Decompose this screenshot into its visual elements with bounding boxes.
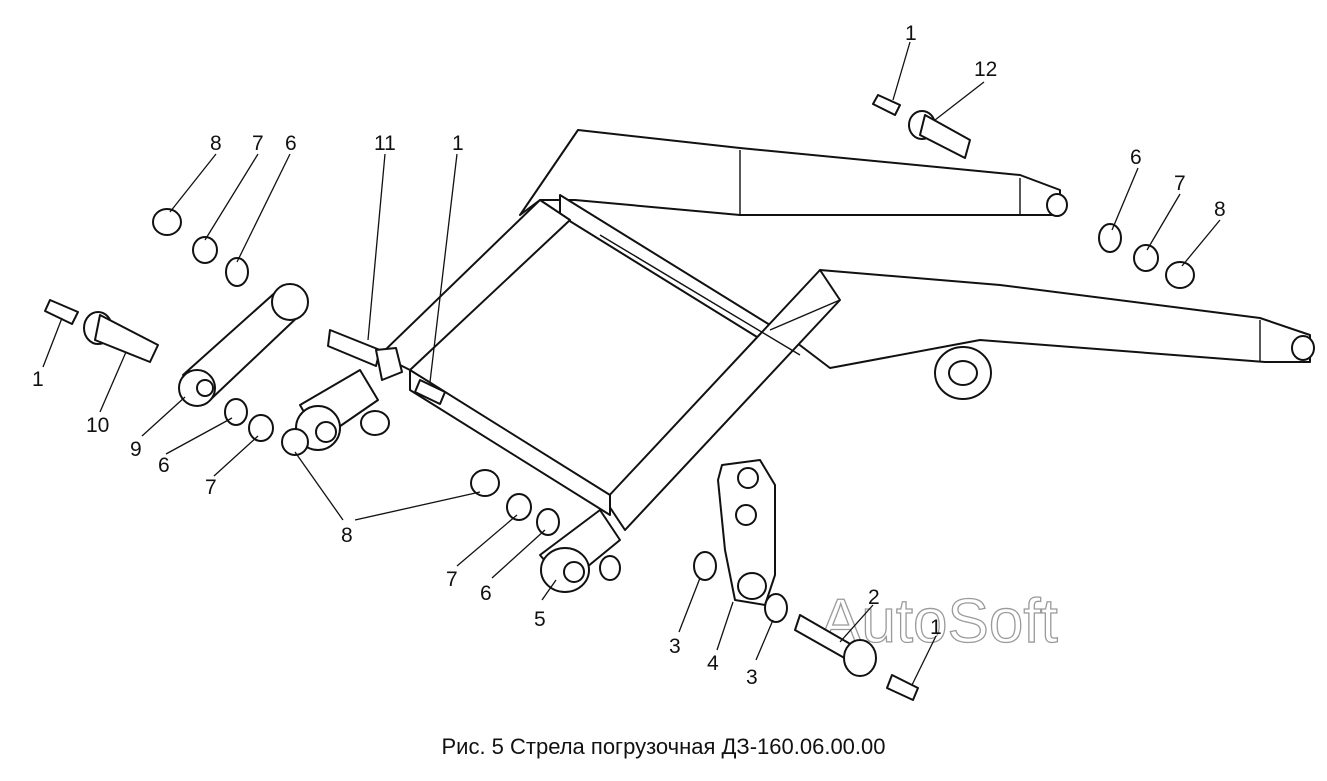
callout-8: 8 xyxy=(210,132,222,155)
callout-6: 6 xyxy=(158,454,170,477)
callout-9: 9 xyxy=(130,438,142,461)
grease-fittings xyxy=(44,94,919,701)
callout-3: 3 xyxy=(746,666,758,689)
figure-caption: Рис. 5 Стрела погрузочная ДЗ-160.06.00.0… xyxy=(441,734,886,759)
callout-10: 10 xyxy=(86,414,109,437)
callout-12: 12 xyxy=(974,58,997,81)
bottom-lug-5 xyxy=(539,509,621,593)
pin-12 xyxy=(908,110,971,159)
callout-1: 1 xyxy=(905,22,917,45)
callout-8: 8 xyxy=(1214,198,1226,221)
callout-7: 7 xyxy=(252,132,264,155)
callout-3: 3 xyxy=(669,635,681,658)
nuts-and-washers xyxy=(152,208,1195,623)
leader-lines xyxy=(42,41,1221,686)
callout-7: 7 xyxy=(1174,172,1186,195)
callout-7: 7 xyxy=(205,476,217,499)
callout-5: 5 xyxy=(534,608,546,631)
callout-2: 2 xyxy=(868,586,880,609)
callout-1: 1 xyxy=(32,368,44,391)
pin-2 xyxy=(794,614,877,677)
callout-11: 11 xyxy=(374,132,396,155)
callout-6: 6 xyxy=(285,132,297,155)
callout-8: 8 xyxy=(341,524,353,547)
callout-1: 1 xyxy=(930,616,942,639)
bracket-4 xyxy=(717,459,776,606)
callout-7: 7 xyxy=(446,568,458,591)
left-lug xyxy=(295,369,390,451)
callout-6: 6 xyxy=(1130,146,1142,169)
link-9 xyxy=(178,283,309,407)
bolt-11 xyxy=(327,329,403,381)
callout-4: 4 xyxy=(707,652,719,675)
callout-6: 6 xyxy=(480,582,492,605)
pin-10 xyxy=(83,311,159,363)
callout-1: 1 xyxy=(452,132,464,155)
callout-labels: 1 12 8 7 6 11 1 6 7 8 1 10 9 6 7 8 7 6 5… xyxy=(32,22,1226,689)
boom-frame xyxy=(379,129,1315,531)
